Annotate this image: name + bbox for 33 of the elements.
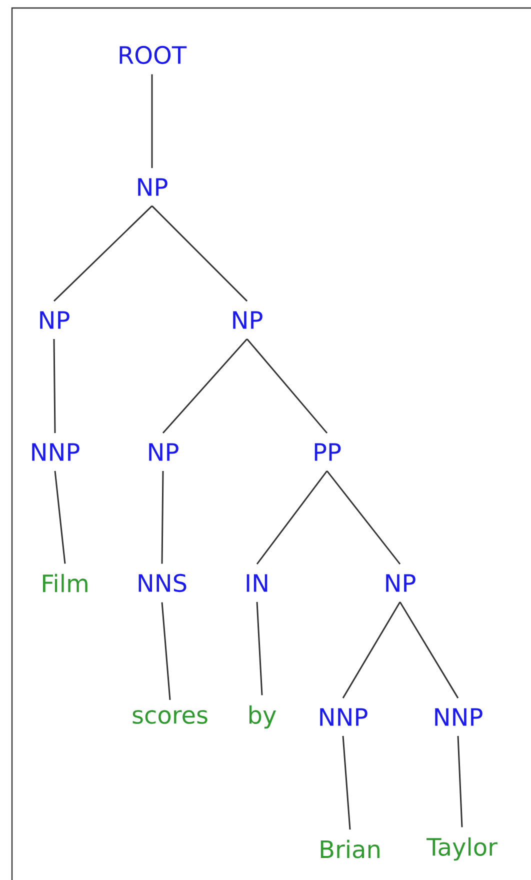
tree-branch	[342, 602, 401, 698]
tree-branch	[53, 338, 56, 434]
category-label: NP	[233, 311, 262, 329]
tree-branch	[399, 602, 459, 698]
tree-branch	[256, 602, 263, 696]
tree-branch	[54, 470, 66, 564]
word-label: Taylor	[426, 837, 498, 861]
category-label: NNP	[32, 443, 80, 461]
tree-branch	[342, 736, 351, 830]
tree-branch	[53, 205, 153, 302]
tree-branch	[246, 338, 328, 434]
word-label: by	[249, 705, 276, 729]
category-label: NP	[138, 178, 168, 196]
word-label: Film	[42, 574, 88, 592]
tree-branch	[151, 205, 248, 302]
tree-branch	[161, 602, 171, 700]
category-label: IN	[246, 574, 268, 592]
tree-branch	[162, 338, 248, 434]
category-label: NNS	[138, 574, 186, 592]
tree-branch	[256, 470, 328, 564]
category-label: NNP	[435, 708, 482, 726]
category-label: NP	[386, 574, 416, 592]
tree-branch	[326, 470, 401, 565]
tree-branch	[151, 74, 153, 168]
category-label: PP	[314, 443, 341, 461]
word-label: Brian	[320, 840, 380, 858]
tree-branch	[161, 470, 164, 564]
category-label: ROOT	[120, 46, 187, 64]
tree-branch	[457, 736, 463, 828]
category-label: NP	[40, 311, 70, 329]
category-label: NP	[149, 443, 178, 461]
word-label: scores	[132, 710, 208, 724]
category-label: NNP	[320, 708, 368, 726]
